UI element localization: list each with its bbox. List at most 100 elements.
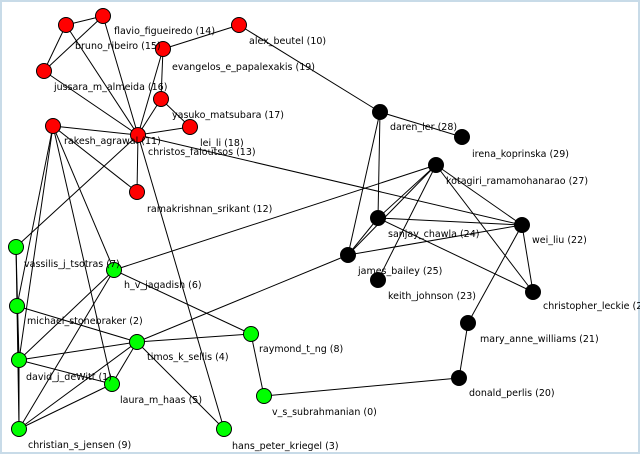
node-2[interactable] [9, 298, 25, 314]
edge-4-8 [136, 333, 252, 343]
node-label-12: ramakrishnan_srikant (12) [147, 204, 272, 215]
edge-11-12 [52, 125, 138, 193]
edge-24-22 [377, 217, 523, 226]
node-4[interactable] [129, 334, 145, 350]
node-6[interactable] [106, 262, 122, 278]
node-14[interactable] [95, 8, 111, 24]
node-10[interactable] [231, 17, 247, 33]
edge-27-23 [377, 164, 437, 281]
node-21[interactable] [460, 315, 476, 331]
edge-10-28 [238, 24, 381, 113]
node-0[interactable] [256, 388, 272, 404]
edge-24-26 [377, 217, 534, 293]
edge-4-9 [18, 341, 138, 430]
node-25[interactable] [340, 247, 356, 263]
edge-1-6 [18, 269, 115, 361]
node-16[interactable] [36, 63, 52, 79]
edge-15-13 [65, 24, 139, 136]
node-23[interactable] [370, 272, 386, 288]
node-8[interactable] [243, 326, 259, 342]
node-label-2: michael_stonebraker (2) [27, 316, 143, 327]
edge-19-17 [160, 48, 164, 100]
node-label-15: bruno_ribeiro (15) [75, 41, 161, 52]
edge-11-6 [52, 125, 115, 271]
node-11[interactable] [45, 118, 61, 134]
node-label-11: rakesh_agrawal (11) [64, 136, 161, 147]
node-27[interactable] [428, 157, 444, 173]
edge-28-29 [379, 111, 463, 138]
node-15[interactable] [58, 17, 74, 33]
node-label-8: raymond_t_ng (8) [259, 344, 343, 355]
node-label-9: christian_s_jensen (9) [28, 440, 131, 451]
node-17[interactable] [153, 91, 169, 107]
node-5[interactable] [104, 376, 120, 392]
edge-19-13 [137, 48, 164, 136]
edge-22-21 [467, 224, 523, 324]
edge-27-22 [435, 164, 523, 226]
edge-18-13 [137, 126, 191, 136]
edge-11-13 [52, 125, 139, 136]
edge-0-8 [250, 333, 265, 397]
edge-4-5 [111, 341, 138, 385]
node-18[interactable] [182, 119, 198, 135]
node-label-20: donald_perlis (20) [469, 388, 555, 399]
node-label-13: christos_faloutsos (13) [148, 147, 256, 158]
node-label-25: james_bailey (25) [357, 266, 442, 277]
node-label-1: david_j_deWitt (1) [26, 372, 112, 383]
edge-13-22 [137, 134, 523, 226]
edge-28-25 [347, 111, 381, 256]
edge-13-12 [136, 134, 139, 193]
edge-20-0 [263, 377, 460, 397]
node-19[interactable] [155, 41, 171, 57]
edge-15-16 [43, 24, 67, 72]
node-label-14: flavio_figueiredo (14) [114, 26, 215, 37]
edge-5-9 [18, 383, 113, 430]
edge-22-26 [521, 224, 534, 293]
node-1[interactable] [11, 352, 27, 368]
edge-4-3 [136, 341, 225, 430]
node-label-0: v_s_subrahmanian (0) [272, 407, 377, 418]
node-22[interactable] [514, 217, 530, 233]
node-7[interactable] [8, 239, 24, 255]
node-3[interactable] [216, 421, 232, 437]
edge-1-5 [18, 359, 113, 385]
edge-27-26 [435, 164, 534, 293]
node-20[interactable] [451, 370, 467, 386]
node-29[interactable] [454, 129, 470, 145]
node-label-4: timos_k_sellis (4) [147, 352, 229, 363]
node-label-10: alex_beutel (10) [249, 36, 326, 47]
node-label-5: laura_m_haas (5) [120, 395, 202, 406]
edge-13-3 [137, 134, 225, 430]
label-layer: v_s_subrahmanian (0) david_j_deWitt (1) mi… [24, 26, 640, 452]
node-label-18: lei_li (18) [200, 138, 244, 149]
node-24[interactable] [370, 210, 386, 226]
edge-16-13 [43, 70, 139, 136]
node-12[interactable] [129, 184, 145, 200]
edge-10-19 [162, 24, 240, 50]
edge-21-20 [458, 322, 469, 379]
edge-28-24 [377, 111, 381, 219]
edge-13-7 [15, 134, 139, 248]
edge-25-22 [347, 224, 523, 256]
node-26[interactable] [525, 284, 541, 300]
edge-11-1 [18, 125, 54, 361]
node-label-7: vassilis_j_tsotras (7) [24, 259, 120, 270]
node-label-3: hans_peter_kriegel (3) [232, 441, 339, 452]
edge-14-16 [43, 15, 104, 72]
node-9[interactable] [11, 421, 27, 437]
edge-11-2 [16, 125, 54, 307]
edge-6-27 [113, 164, 437, 271]
node-label-28: daren_ler (28) [390, 122, 457, 133]
edge-4-25 [136, 254, 349, 343]
node-13[interactable] [130, 127, 146, 143]
edge-6-9 [18, 269, 115, 430]
node-label-29: irena_koprinska (29) [472, 149, 569, 160]
node-label-17: yasuko_matsubara (17) [172, 110, 284, 121]
edge-14-13 [102, 15, 139, 136]
edge-2-4 [16, 305, 138, 343]
node-label-6: h_v_jagadish (6) [124, 280, 202, 291]
node-label-21: mary_anne_williams (21) [480, 334, 599, 345]
node-28[interactable] [372, 104, 388, 120]
edge-27-24 [377, 164, 437, 219]
